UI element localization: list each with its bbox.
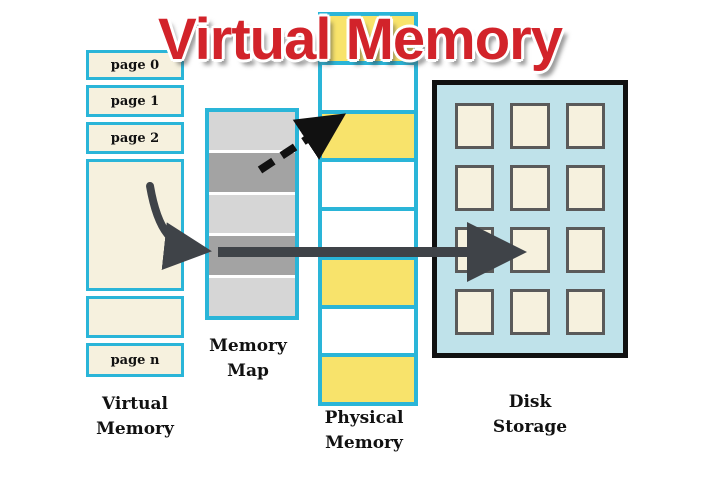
phys-frame-2	[322, 60, 414, 110]
vm-page-2-cell: page 2	[86, 122, 184, 154]
disk-block	[510, 289, 550, 335]
map-cell-4	[209, 236, 295, 275]
virtual-memory-caption-line2: Memory	[96, 418, 174, 439]
map-cell-5	[209, 277, 295, 317]
virtual-memory-caption-line1: Virtual	[102, 394, 168, 414]
virtual-memory-caption: Virtual Memory	[78, 392, 192, 441]
physical-memory-caption: Physical Memory	[306, 406, 422, 455]
phys-frame-7	[322, 304, 414, 354]
vm-empty-tall-cell	[86, 159, 184, 291]
diagram-title: Virtual Memory	[158, 7, 563, 72]
vm-page-0-cell: page 0	[86, 50, 184, 80]
vm-page-n-label: page n	[110, 352, 160, 368]
disk-block	[565, 103, 605, 149]
disk-block	[455, 165, 495, 211]
memory-map-caption-line2: Map	[227, 360, 269, 381]
vm-empty-cell	[86, 296, 184, 338]
phys-frame-4	[322, 158, 414, 207]
phys-frame-6	[322, 255, 414, 305]
physical-memory-caption-line1: Physical	[324, 408, 404, 428]
disk-block	[455, 227, 495, 273]
disk-block	[565, 227, 605, 273]
phys-frame-5	[322, 207, 414, 256]
phys-frame-8	[322, 353, 414, 402]
vm-page-2-label: page 2	[110, 130, 160, 146]
disk-storage-box	[432, 80, 628, 358]
disk-block	[510, 227, 550, 273]
map-cell-3	[209, 194, 295, 234]
disk-block	[510, 103, 550, 149]
disk-storage-caption-line2: Storage	[492, 416, 568, 437]
disk-block	[565, 165, 605, 211]
memory-map-caption-line1: Memory	[209, 336, 287, 356]
disk-block	[455, 289, 495, 335]
disk-block	[510, 165, 550, 211]
phys-frame-3	[322, 109, 414, 159]
disk-storage-caption-line1: Disk	[508, 392, 552, 412]
vm-page-1-label: page 1	[110, 93, 160, 109]
phys-frame-1	[322, 16, 414, 61]
disk-block	[455, 103, 495, 149]
memory-map-caption: Memory Map	[196, 334, 300, 383]
vm-page-n-cell: page n	[86, 343, 184, 377]
disk-storage-caption: Disk Storage	[458, 390, 602, 439]
vm-page-1-cell: page 1	[86, 85, 184, 117]
virtual-memory-column: page 0 page 1 page 2 page n	[86, 50, 184, 377]
vm-page-0-label: page 0	[110, 57, 160, 73]
memory-map-column	[205, 108, 299, 320]
physical-memory-caption-line2: Memory	[325, 432, 403, 453]
physical-memory-column	[318, 12, 418, 406]
map-cell-1	[209, 112, 295, 151]
map-cell-2	[209, 153, 295, 192]
disk-block	[565, 289, 605, 335]
